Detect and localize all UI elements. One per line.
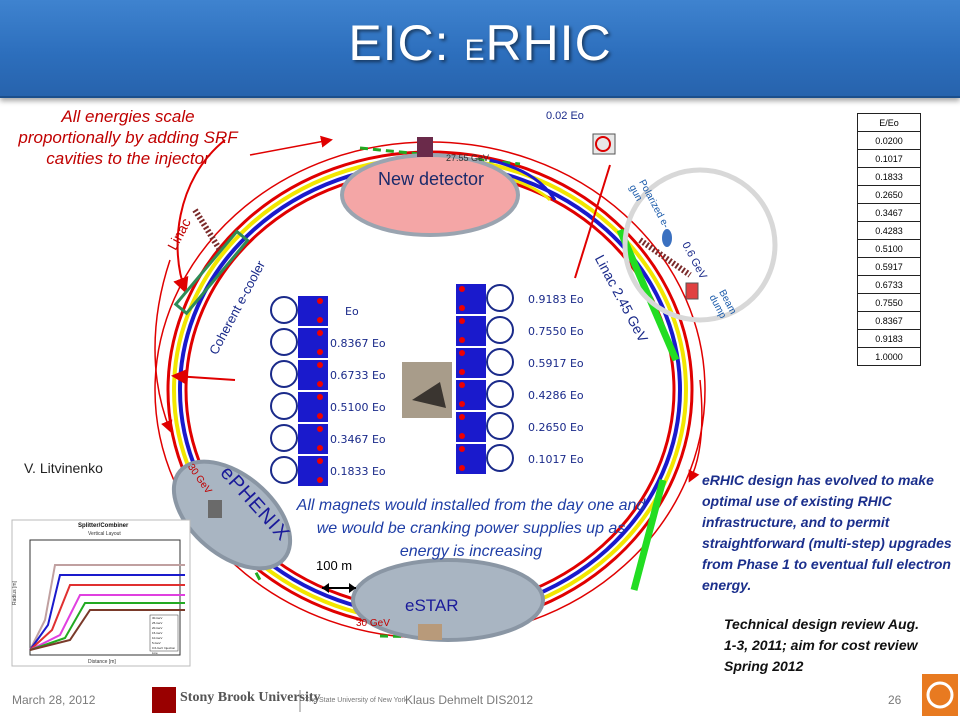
right-energy-2: 0.5917 Eo: [528, 357, 584, 370]
ephenix-detector: [171, 459, 293, 571]
energy-top-label: 27.55 GeV: [446, 153, 490, 163]
plot-title: Splitter/Combiner: [78, 523, 129, 529]
table-cell: 0.5100: [857, 239, 921, 258]
right-splitter-magnets: [456, 284, 514, 474]
table-cell: 0.1833: [857, 167, 921, 186]
left-energy-3: 0.5100 Eo: [330, 401, 386, 414]
top-ir-magnet: [417, 137, 433, 157]
linac-segment: [630, 479, 667, 591]
right-energy-5: 0.1017 Eo: [528, 453, 584, 466]
footer-university: Stony Brook University: [180, 690, 321, 705]
table-cell: 0.0200: [857, 131, 921, 150]
review-note: Technical design review Aug. 1-3, 2011; …: [724, 616, 920, 674]
footer-date: March 28, 2012: [12, 693, 96, 707]
left-energy-2: 0.6733 Eo: [330, 369, 386, 382]
pointer-left: [171, 368, 236, 385]
table-cell: 0.2650: [857, 185, 921, 204]
e-cooler: [173, 229, 250, 316]
footer-page-number: 26: [888, 693, 902, 707]
table-cell: 0.4283: [857, 221, 921, 240]
table-cell: 0.6733: [857, 275, 921, 294]
table-cell: 0.9183: [857, 329, 921, 348]
plot-xlabel: Distance [m]: [88, 659, 116, 665]
splitter-combiner-plot: [11, 519, 191, 667]
left-energy-1: 0.8367 Eo: [330, 337, 386, 350]
estar-detector: [351, 558, 545, 642]
pointer-line-top: [574, 164, 611, 279]
energy-min-label: 0.02 Eo: [546, 110, 584, 122]
injector-loop: [622, 167, 778, 323]
table-cell: 0.8367: [857, 311, 921, 330]
right-energy-4: 0.2650 Eo: [528, 421, 584, 434]
estar-label: eSTAR: [405, 596, 459, 615]
table-cell: 0.7550: [857, 293, 921, 312]
right-energy-1: 0.7550 Eo: [528, 325, 584, 338]
table-cell: 0.1017: [857, 149, 921, 168]
new-detector-label: New detector: [377, 169, 485, 189]
author-label: V. Litvinenko: [24, 460, 103, 476]
title-bar: EIC: ERHIC: [0, 0, 960, 98]
right-energy-3: 0.4286 Eo: [528, 389, 584, 402]
design-note: eRHIC design has evolved to make optimal…: [702, 472, 952, 593]
gun-source: [662, 229, 672, 247]
table-cell: 0.5917: [857, 257, 921, 276]
slide-title: EIC: ERHIC: [348, 15, 612, 71]
table-header: E/Eo: [857, 113, 921, 132]
new-detector: [340, 153, 520, 237]
left-energy-0: Eo: [345, 305, 359, 318]
table-cell: 0.3467: [857, 203, 921, 222]
left-splitter-magnets: [270, 296, 328, 486]
footer-presenter: Klaus Dehmelt DIS2012: [405, 693, 534, 707]
energy-table: E/Eo 0.0200 0.1017 0.1833 0.2650 0.3467 …: [857, 113, 921, 366]
flow-arrow-top: [249, 135, 333, 156]
stony-brook-logo: [152, 687, 176, 713]
beam-dump-block: [685, 282, 699, 300]
plot-subtitle: Vertical Layout: [88, 531, 121, 537]
right-energy-0: 0.9183 Eo: [528, 293, 584, 306]
scale-label: 100 m: [316, 558, 353, 573]
footer-university-sub: The State University of New York: [305, 697, 408, 704]
left-energy-4: 0.3467 Eo: [330, 433, 386, 446]
linac-main: [616, 228, 680, 362]
magnet-photo: [402, 362, 452, 418]
left-energy-5: 0.1833 Eo: [330, 465, 386, 478]
linac-arrow: [173, 139, 226, 294]
magnets-note: All magnets would installed from the day…: [296, 497, 646, 560]
table-cell: 1.0000: [857, 347, 921, 366]
star-energy-label: 30 GeV: [356, 618, 390, 629]
energy-scaling-note: All energies scale proportionally by add…: [18, 107, 238, 168]
plot-ylabel: Radius [m]: [12, 581, 18, 605]
